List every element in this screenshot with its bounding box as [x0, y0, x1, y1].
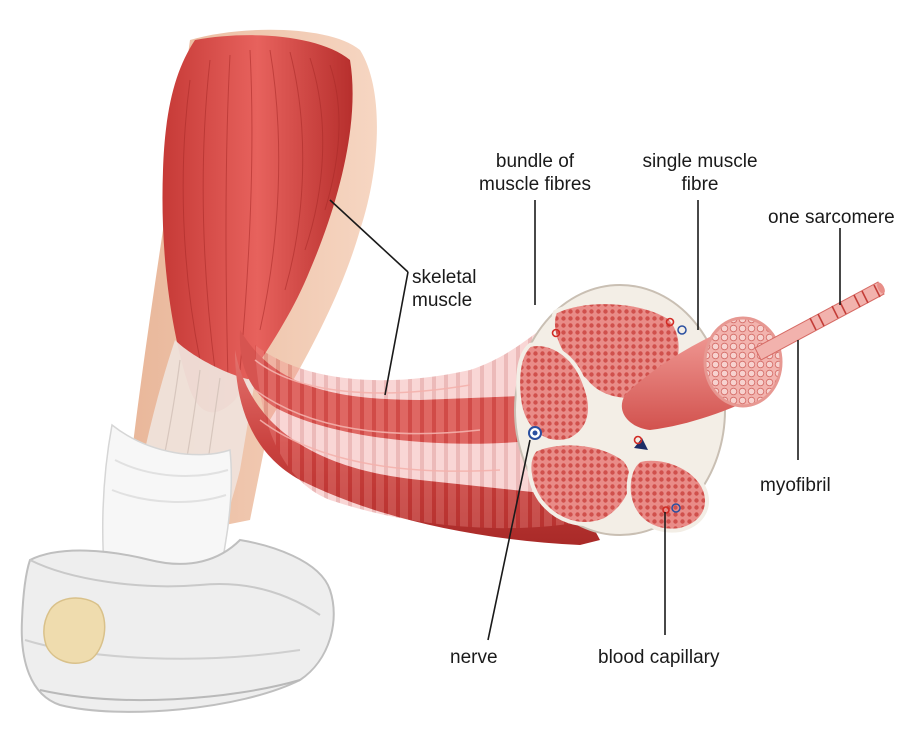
label-single-muscle-fibre: single muscle fibre [640, 150, 760, 196]
label-bundle-line1: bundle of [470, 150, 600, 173]
leader-skeletal-muscle-lower [385, 272, 408, 395]
label-skeletal-muscle-line1: skeletal [412, 266, 476, 289]
fibre-end-face [705, 318, 781, 406]
label-single-fibre-line2: fibre [640, 173, 760, 196]
myofibril [755, 282, 884, 360]
heel-bone [44, 598, 105, 663]
label-skeletal-muscle-line2: muscle [412, 289, 476, 312]
label-blood-capillary: blood capillary [598, 646, 719, 669]
label-myofibril: myofibril [760, 474, 831, 497]
label-skeletal-muscle: skeletal muscle [412, 266, 476, 312]
label-one-sarcomere: one sarcomere [768, 206, 895, 229]
label-bundle-of-muscle-fibres: bundle of muscle fibres [470, 150, 600, 196]
label-single-fibre-line1: single muscle [640, 150, 760, 173]
label-nerve: nerve [450, 646, 498, 669]
label-bundle-line2: muscle fibres [470, 173, 600, 196]
